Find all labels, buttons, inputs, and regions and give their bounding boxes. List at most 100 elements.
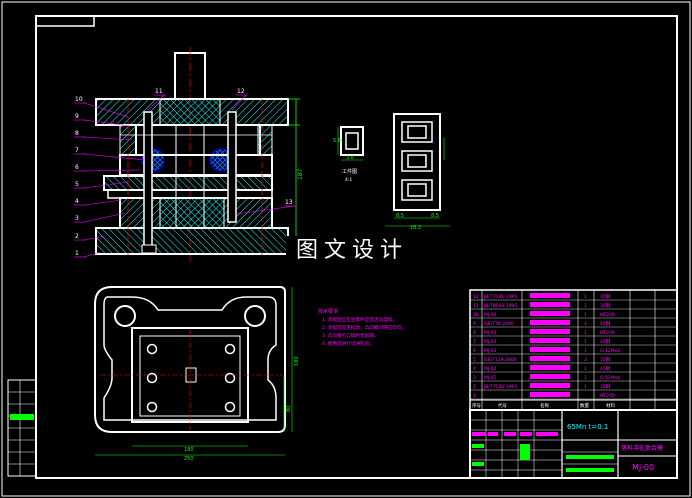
bom-row-code: JB/T8068-1995 <box>483 303 517 309</box>
bom-row-name-bar <box>530 383 570 388</box>
bom-row-code: MJ-01 <box>484 375 497 381</box>
side-stamp-mark <box>10 414 34 420</box>
bom-row-index: 12 <box>473 294 479 300</box>
part-number-label: 10 <box>75 96 83 103</box>
bom-row-qty: 1 <box>584 348 587 354</box>
bom-row-qty: 1 <box>584 303 587 309</box>
bom-row-code: MJ-04 <box>484 339 497 345</box>
bom-row-qty: 1 <box>584 375 587 381</box>
bom-row-material: 35钢 <box>600 383 611 390</box>
plan-dim-height-b: 80 <box>286 406 292 412</box>
bom-row-material: HT200 <box>600 393 615 399</box>
bom-row-code: MJ-02 <box>484 366 497 372</box>
bom-row-code: GB/T70-2000 <box>484 321 514 327</box>
note-1: 1. 装配后应检查零件是否活动自如。 <box>322 316 397 323</box>
bom-header-cell: 名称 <box>540 402 549 409</box>
bom-row-material: HT200 <box>600 330 615 336</box>
part-number-label: 8 <box>75 130 79 137</box>
bom-header-cell: 材料 <box>606 402 615 409</box>
part-leader-line <box>83 212 126 223</box>
bom-row-name-bar <box>530 356 570 361</box>
bom-row-code: GB/T119-2000 <box>484 357 517 363</box>
part-number-label: 2 <box>75 233 79 240</box>
bom-row-code: MJ-06 <box>484 312 497 318</box>
detail-dim-b: 3.8 <box>346 155 354 161</box>
bom-row-material: HT200 <box>600 312 615 318</box>
part-number-label: 6 <box>75 164 79 171</box>
part-leader-line <box>83 199 123 206</box>
note-3: 3. 凸凹模刃口锋利无崩缺。 <box>322 332 378 339</box>
bom-row-index: 9 <box>473 321 476 327</box>
part-number-label: 13 <box>285 199 293 206</box>
part-leader-line <box>83 153 146 161</box>
part-leader-line <box>83 119 131 127</box>
bom-header-cell: 序号 <box>472 402 481 409</box>
strip-dim-b: 18.2 <box>410 225 421 231</box>
bom-row-index: 6 <box>473 348 476 354</box>
bom-row-material: 45钢 <box>600 338 611 345</box>
strip-dim-c: 8.5 <box>431 213 439 219</box>
part-number-label: 5 <box>75 181 79 188</box>
part-leader-line <box>231 94 247 111</box>
bom-row-code: MJ-03 <box>484 348 497 354</box>
detail-dim-a: 5.8 <box>333 138 341 144</box>
bom-row-name-bar <box>530 392 570 397</box>
part-number-label: 11 <box>155 88 163 95</box>
bom-row-index: 3 <box>473 375 476 381</box>
bom-row-material: Cr12MoV <box>600 348 621 354</box>
title-material: 65Mn t=0.1 <box>567 423 608 431</box>
bom-row-index: 5 <box>473 357 476 363</box>
detail-title: 工件图 <box>342 168 357 175</box>
bom-row-index: 7 <box>473 339 476 345</box>
part-leader-line <box>83 251 101 258</box>
detail-scale: 4:1 <box>345 177 352 183</box>
bom-row-name-bar <box>530 311 570 316</box>
bom-row-material: Cr12MoV <box>600 375 621 381</box>
part-number-label: 1 <box>75 250 79 257</box>
dim-right-height: 187 <box>288 98 304 255</box>
watermark-text: 图文设计 <box>286 236 418 266</box>
bom-row-index: 1 <box>473 393 476 399</box>
bom-row-material: 45钢 <box>600 320 611 327</box>
title-code: MJ-00 <box>632 463 654 472</box>
bom-row-code: JB/T7185-1995 <box>483 384 517 390</box>
notes-title: 技术要求 <box>318 308 338 315</box>
title-name: 落料冲孔复合模 <box>621 444 663 452</box>
title-block: 65Mn t=0.1 落料冲孔复合模 MJ-00 <box>469 409 678 479</box>
bom-row-qty: 2 <box>584 357 587 363</box>
part-leader-line <box>235 205 295 215</box>
bom-row-name-bar <box>530 374 570 379</box>
bom-row-qty: 1 <box>584 384 587 390</box>
part-leader-line <box>83 102 129 118</box>
part-leader-line <box>83 169 141 172</box>
bom-row-qty: 1 <box>584 366 587 372</box>
dim-right-height-text: 187 <box>297 168 304 180</box>
bom-row-index: 11 <box>473 303 479 309</box>
bom-row-name-bar <box>530 338 570 343</box>
bom-row-index: 2 <box>473 384 476 390</box>
bom-row-material: 35钢 <box>600 356 611 363</box>
part-leader-line <box>83 235 106 241</box>
bom-row-name-bar <box>530 293 570 298</box>
note-2: 2. 装配后应无松动，凸凹模间隙应均匀。 <box>322 324 406 331</box>
bom-row-qty: 4 <box>584 321 587 327</box>
bom-row-material: 45钢 <box>600 365 611 372</box>
bom-row-qty: 1 <box>584 294 587 300</box>
bom-row-code: MJ-05 <box>484 330 497 336</box>
part-number-label: 3 <box>75 215 79 222</box>
die-plan-view: 180 250 180 80 <box>94 286 300 462</box>
strip-dim-a: 8.5 <box>396 213 404 219</box>
bom-row-code: JB/T7181-1995 <box>483 294 517 300</box>
bom-header: 序号代号名称数量材料 <box>472 402 615 409</box>
part-number-label: 4 <box>75 198 79 205</box>
part-number-label: 9 <box>75 113 79 120</box>
die-section-view: 187 <box>95 47 304 262</box>
bom-row-qty: 1 <box>584 312 587 318</box>
workpiece-detail: 5.8 3.8 工件图 4:1 <box>333 126 364 183</box>
part-leader-line <box>83 136 133 141</box>
plan-dim-height: 180 <box>294 356 300 366</box>
part-leader-line <box>147 94 165 111</box>
bom-header-cell: 代号 <box>498 402 507 409</box>
